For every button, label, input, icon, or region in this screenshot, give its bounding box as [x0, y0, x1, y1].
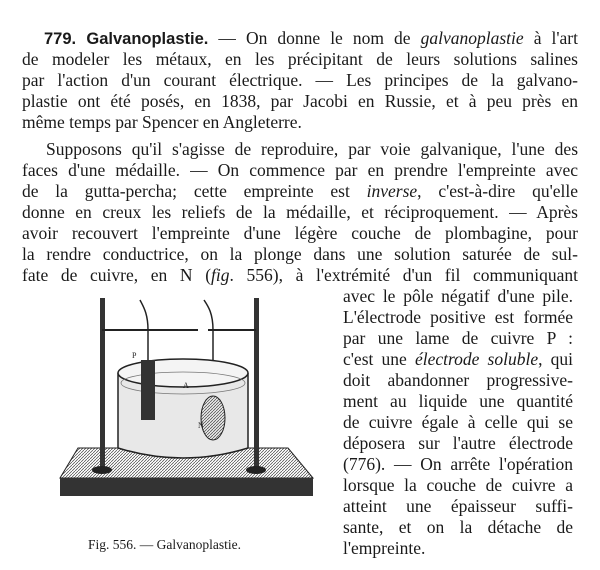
text-line: sante, et on la détache de [343, 517, 573, 537]
text-line: c'est une électrode soluble, qui [343, 349, 573, 370]
text-line: Supposons qu'il s'agisse de reproduire, … [46, 139, 578, 159]
text-line: même temps par Spencer en Angleterre. [22, 112, 302, 132]
text-line: faces d'une médaille. — On commence par … [22, 160, 578, 180]
text-line: la rendre conductrice, on la plonge dans… [22, 244, 578, 264]
text-line: donne en creux les reliefs de la médaill… [22, 202, 578, 222]
label-n: N [198, 421, 204, 430]
text-line: l'empreinte. [343, 538, 426, 558]
text-span: , c'est-à-dire qu'elle [417, 181, 579, 201]
text-span: . 556), à l'extrémité d'un fil communiqu… [229, 265, 578, 285]
italic-term: électrode soluble [414, 349, 539, 369]
text-line: L'électrode positive est formée [343, 307, 573, 327]
text-span: de la gutta-percha; cette empreinte est [22, 181, 367, 201]
label-a: A [183, 381, 189, 390]
text-line: plastie ont été posés, en 1838, par Jaco… [22, 91, 578, 111]
copper-plate-electrode [141, 360, 155, 420]
text-line: par une lame de cuivre P : [343, 328, 573, 348]
base-board-front [60, 478, 313, 496]
text-line: ment au liquide une quantité [343, 391, 573, 411]
medal-mold-electrode [200, 395, 226, 441]
text-line: avec le pôle négatif d'une pile. [343, 286, 573, 306]
text-line: de cuivre égale à celle qui se [343, 412, 573, 432]
text-line: 779. Galvanoplastie. — On donne le nom d… [44, 28, 578, 50]
text-span: fate de cuivre, en N ( [22, 265, 212, 285]
text-line: déposera sur l'autre électrode [343, 433, 573, 453]
text-line: fate de cuivre, en N (fig. 556), à l'ext… [22, 265, 578, 286]
text-span: — On donne le nom de [208, 28, 421, 48]
left-stand-rod [100, 298, 105, 468]
wire-negative [203, 299, 214, 331]
italic-term: fig [211, 265, 230, 285]
text-line: par l'action d'un courant électrique. — … [22, 70, 578, 90]
figure-caption: Fig. 556. — Galvanoplastie. [88, 537, 241, 552]
text-line: lorsque la couche de cuivre a [343, 475, 573, 495]
italic-term: galvanoplastie [420, 28, 524, 48]
text-line: de la gutta-percha; cette empreinte est … [22, 181, 578, 202]
text-span: , qui [538, 349, 573, 369]
galvanoplasty-illustration: P A N [59, 298, 315, 496]
text-line: avoir recouvert l'empreinte d'une légère… [22, 223, 578, 243]
text-line: doit abandonner progressive- [343, 370, 573, 390]
text-line: de modeler les métaux, en les précipitan… [22, 49, 578, 69]
text-line: atteint une épaisseur suffi- [343, 496, 573, 516]
text-span: c'est une [343, 349, 415, 369]
text-line: (776). — On arrête l'opération [343, 454, 573, 474]
label-p: P [132, 351, 137, 360]
italic-term: inverse [366, 181, 418, 201]
text-span: à l'art [523, 28, 578, 48]
section-heading: 779. Galvanoplastie. [44, 30, 209, 48]
right-stand-rod [254, 298, 259, 468]
wire-positive [139, 299, 149, 331]
